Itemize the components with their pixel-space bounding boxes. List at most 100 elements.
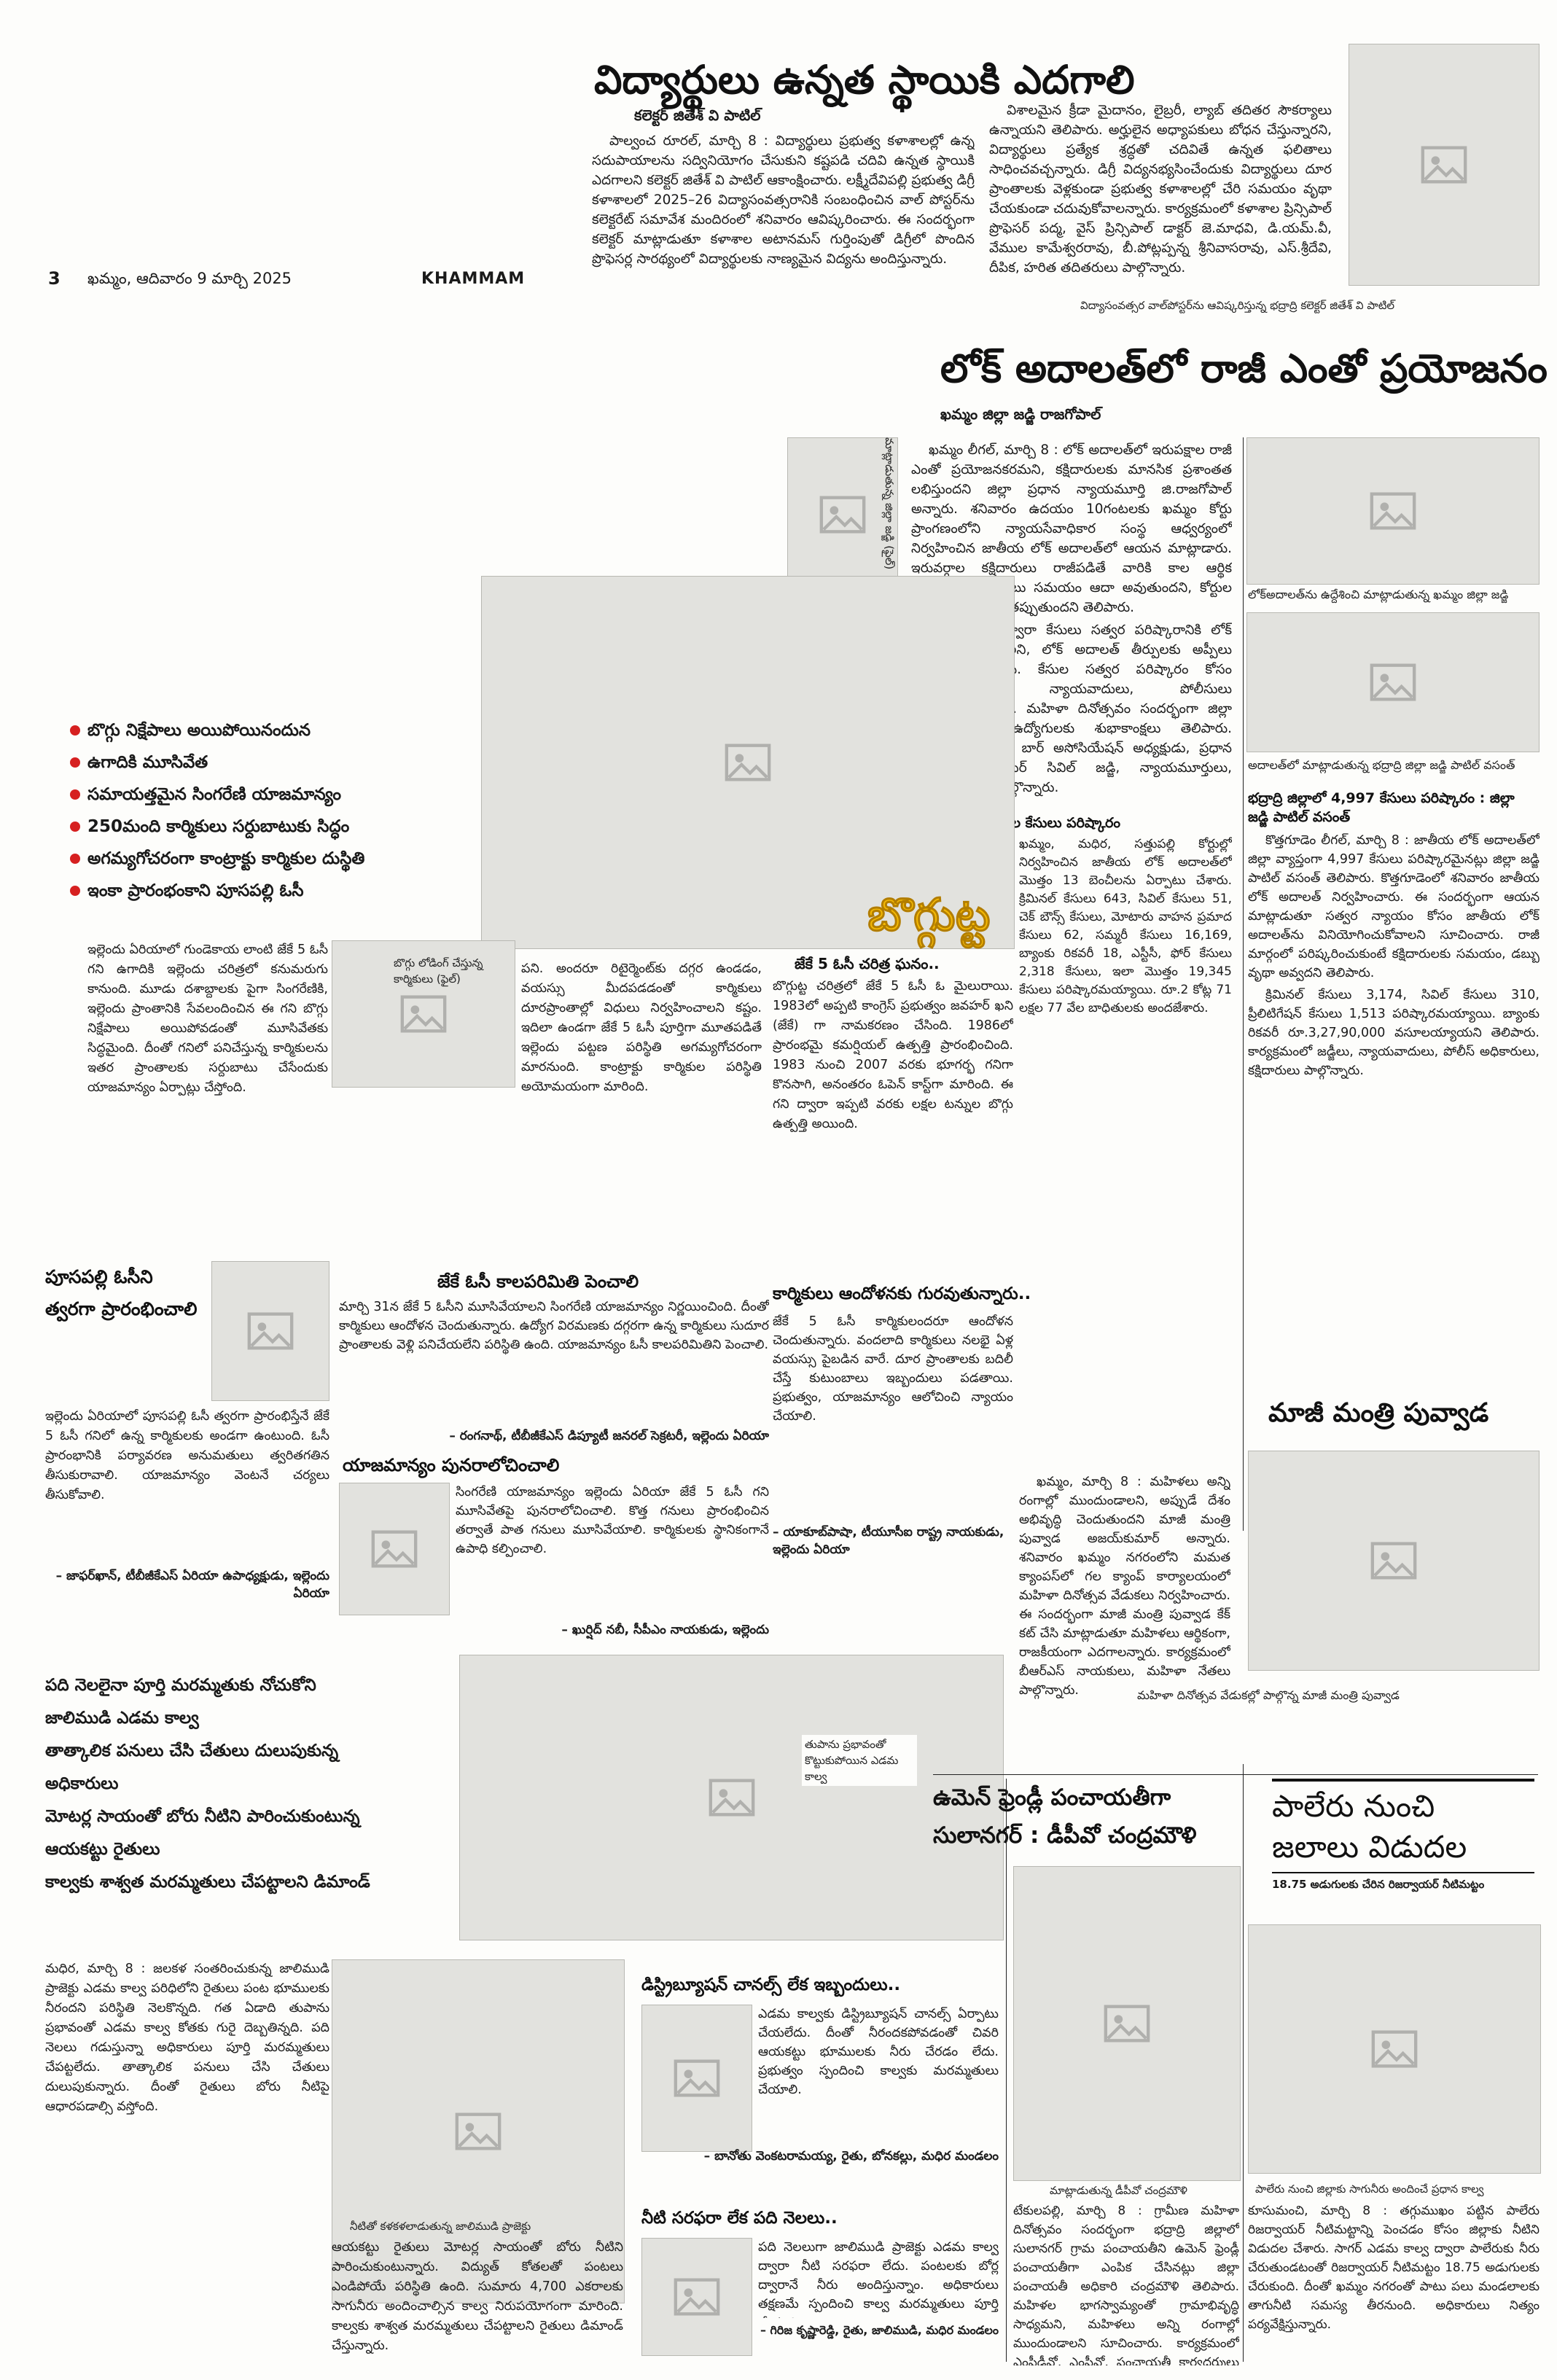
- lok-adalat-photo-2: [1246, 437, 1540, 585]
- water-byline: – గిరిజ కృష్ణారెడ్డి, రైతు, జాలిముడి, మధ…: [760, 2323, 999, 2337]
- jalimudi-line: మోటర్ల సాయంతో బోరు నీటిని పారించుకుంటున్…: [45, 1807, 360, 1826]
- coal-photo-main: [481, 576, 1015, 949]
- coal-bullet: బొగ్గు నిక్షేపాలు అయిపోయినందున: [67, 714, 475, 746]
- worry-heading: కార్మికులు ఆందోళనకు గురవుతున్నారు..: [773, 1284, 1031, 1303]
- bhadradri-cases-sub: భద్రాద్రి జిల్లాలో 4,997 కేసులు పరిష్కార…: [1248, 790, 1515, 825]
- section-divider: [933, 1774, 1538, 1775]
- distribution-text: ఎడమ కాల్వకు డిస్ట్రిబ్యూషన్ చానల్స్ ఏర్ప…: [758, 2007, 999, 2097]
- jalimudi-mid-text: ఆయకట్టు రైతులు మోటర్ల సాయంతో బోరు నీటిని…: [332, 2240, 623, 2353]
- mgmt-text: సింగరేణి యాజమాన్యం ఇల్లెందు ఏరియా జేకే 5…: [456, 1485, 769, 1556]
- distribution-heading: డిస్ట్రిబ్యూషన్ చానల్స్ లేక ఇబ్బందులు..: [641, 1975, 901, 1994]
- paleru-sub: 18.75 అడుగులకు చేరిన రిజర్వాయర్ నీటిమట్ట…: [1272, 1878, 1485, 1891]
- jalimudi-line: కాల్వకు శాశ్వత మరమ్మతులు చేపట్టాలని డిమా…: [45, 1873, 370, 1892]
- jalimudi-line: పది నెలలైనా పూర్తి మరమ్మతుకు నోచుకోని: [45, 1676, 316, 1695]
- jalimudi-line: జాలిముడి ఎడమ కాల్వ: [45, 1709, 199, 1728]
- column-divider: [1006, 1779, 1007, 2362]
- coal-photo-caption: బొగ్గు లోడింగ్ చేస్తున్న కార్మికులు (ఫైల…: [394, 956, 483, 986]
- mgmt-byline: – ఖుర్షిద్ నబీ, సీపీఎం నాయకుడు, ఇల్లెందు: [561, 1623, 769, 1637]
- jalimudi-photo-caption-1: తుపాను ప్రభావంతో కొట్టుకుపోయిన ఎడమ కాల్వ: [802, 1735, 917, 1786]
- image-placeholder-icon: [1370, 663, 1416, 701]
- image-placeholder-icon: [455, 2112, 502, 2150]
- women-panchayat-photo-caption: మాట్లాడుతున్న డీపీవో చంద్రమౌళి: [1050, 2184, 1187, 2197]
- paleru-text: కూసుమంచి, మార్చి 8 : తగ్గుముఖం పట్టిన పా…: [1248, 2204, 1540, 2332]
- coal-bullet: 250మంది కార్మికులు సర్దుబాటుకు సిద్ధం: [67, 811, 475, 843]
- image-placeholder-icon: [1104, 2005, 1150, 2042]
- paleru-photo-caption: పాలేరు నుంచి జిల్లాకు సాగునీరు అందించే ప…: [1255, 2182, 1484, 2196]
- worry-text: జేకే 5 ఓసీ కార్మికులందరూ ఆందోళన చెందుతున…: [773, 1314, 1013, 1424]
- jalimudi-line: అధికారులు: [45, 1774, 119, 1793]
- paleru-headline-1: పాలేరు నుంచి: [1272, 1788, 1435, 1824]
- lok-adalat-photo-caption-1: లోక్‌అదాలత్‌ను ఉద్దేశించి మాట్లాడుతున్న …: [1248, 588, 1509, 601]
- image-placeholder-icon: [819, 496, 866, 534]
- image-placeholder-icon: [1421, 146, 1467, 184]
- image-placeholder-icon: [1370, 1542, 1417, 1580]
- lok-adalat-headline: లోక్ అదాలత్‌లో రాజీ ఎంతో ప్రయోజనం: [940, 346, 1548, 391]
- water-heading: నీటి సరఫరా లేక పది నెలలు..: [641, 2209, 838, 2228]
- students-paragraph: విశాలమైన క్రీడా మైదానం, లైబ్రరీ, ల్యాబ్ …: [989, 103, 1332, 276]
- water-text: పది నెలలుగా జాలిముడి ప్రాజెక్టు ఎడమ కాల్…: [758, 2240, 999, 2318]
- poosapalli-byline: – జాఫర్‌ఖాన్, టీబీజీకేఎస్ ఏరియా ఉపాధ్యక్…: [55, 1569, 329, 1601]
- coal-mid-text: పని. అందరూ రిటైర్మెంట్‌కు దగ్గర ఉండడం, వ…: [521, 961, 762, 1094]
- ex-minister-photo-caption: మహిళా దినోత్సవ వేడుకల్లో పాల్గొన్న మాజీ …: [1137, 1688, 1400, 1702]
- bhadradri-cases-text: కొత్తగూడెం లీగల్, మార్చి 8 : జాతీయ లోక్ …: [1248, 831, 1540, 1268]
- image-placeholder-icon: [400, 995, 447, 1033]
- column-divider: [1243, 1764, 1244, 2362]
- mgmt-heading: యాజమాన్యం పునరాలోచించాలి: [343, 1455, 560, 1475]
- pension-byline: – రంగనాథ్, టీబీజీకేఎస్ డిప్యూటీ జనరల్ సె…: [449, 1429, 769, 1443]
- coal-left-text: ఇల్లెందు ఏరియాలో గుండెకాయ లాంటి జేకే 5 ఓ…: [87, 943, 328, 1095]
- coal-bullet: ఉగాదికి మూసివేత: [67, 746, 475, 779]
- image-placeholder-icon: [674, 2278, 720, 2316]
- worry-byline: – యాకూబ్‌పాషా, టీయూసీఐ రాష్ట్ర నాయకుడు, …: [773, 1525, 1004, 1557]
- poosapalli-heading: పూసపల్లి ఓసీని త్వరగా ప్రారంభించాలి: [45, 1266, 198, 1319]
- pension-heading: జేకే ఓసీ కాలపరిమితి పెంచాలి: [437, 1271, 639, 1292]
- lok-adalat-paragraph: ఖమ్మం లీగల్, మార్చి 8 : లోక్ అదాలత్‌లో ఇ…: [911, 442, 1232, 615]
- students-byline: కలెక్టర్ జితేశ్ వి పాటిల్: [634, 106, 761, 124]
- coal-bullets: బొగ్గు నిక్షేపాలు అయిపోయినందున ఉగాదికి మ…: [67, 714, 475, 907]
- coal-bullet: సమాయత్తమైన సింగరేణి యాజమాన్యం: [67, 779, 475, 811]
- ex-minister-text: ఖమ్మం, మార్చి 8 : మహిళలు అన్ని రంగాల్లో …: [1019, 1472, 1230, 1837]
- lok-adalat-cases-text: ఖమ్మం, మధిర, సత్తుపల్లి కోర్టుల్లో నిర్వ…: [1019, 837, 1232, 1015]
- paleru-headline-box: పాలేరు నుంచి జలాలు విడుదల: [1272, 1779, 1534, 1873]
- poosapalli-text: ఇల్లెందు ఏరియాలో పూసపల్లి ఓసీ త్వరగా ప్ర…: [45, 1409, 329, 1502]
- paleru-headline-2: జలాలు విడుదల: [1272, 1829, 1467, 1865]
- distribution-byline: – బానోతు వెంకటరామయ్య, రైతు, బోనకల్లు, మధ…: [703, 2149, 999, 2164]
- coal-history-text: బొగ్గుట్ట చరిత్రలో జేకే 5 ఓసీ ఓ మైలురాయి…: [773, 979, 1013, 1131]
- lok-adalat-byline: ఖమ్మం జిల్లా జడ్జి రాజగోపాల్: [940, 405, 1101, 423]
- jalimudi-line: తాత్కాలిక పనులు చేసి చేతులు దులుపుకున్న: [45, 1741, 339, 1760]
- distribution-photo: [641, 2005, 752, 2152]
- jalimudi-left-text: మధిర, మార్చి 8 : జలకళ సంతరించుకున్న జాలి…: [45, 1962, 329, 2114]
- image-placeholder-icon: [674, 2059, 720, 2097]
- image-placeholder-icon: [247, 1312, 294, 1350]
- students-paragraph: పాల్వంచ రూరల్, మార్చి 8 : విద్యార్థులు ప…: [592, 133, 975, 267]
- image-placeholder-icon: [725, 744, 771, 781]
- column-divider: [1243, 437, 1244, 1531]
- ex-minister-headline: మాజీ మంత్రి పువ్వాడ: [1268, 1398, 1489, 1428]
- image-placeholder-icon: [1371, 2030, 1418, 2068]
- paleru-photo: [1248, 1924, 1541, 2174]
- lok-adalat-photo-caption-2: అదాలత్‌లో మాట్లాడుతున్న భద్రాద్రి జిల్లా…: [1248, 758, 1515, 772]
- lok-adalat-col-1: ఖమ్మం లీగల్, మార్చి 8 : లోక్ అదాలత్‌లో ఇ…: [911, 440, 1232, 811]
- coal-bullet: అగమ్యగోచరంగా కాంట్రాక్టు కార్మికుల దుస్థ…: [67, 843, 475, 875]
- image-placeholder-icon: [1370, 492, 1416, 530]
- students-col-2: విశాలమైన క్రీడా మైదానం, లైబ్రరీ, ల్యాబ్ …: [989, 101, 1332, 313]
- lok-adalat-photo-3: [1246, 612, 1540, 752]
- page-number: 3: [48, 268, 61, 289]
- jalimudi-photo-1: [459, 1655, 1004, 1940]
- edition-label: KHAMMAM: [421, 270, 526, 288]
- students-photo: [1349, 44, 1540, 286]
- women-panchayat-headline-2: సులానగర్ : డీపీవో చంద్రమౌళి: [933, 1822, 1197, 1849]
- jalimudi-photo-caption-2: నీటితో కళకళలాడుతున్న జాలిముడి ప్రాజెక్టు: [350, 2220, 531, 2233]
- women-panchayat-photo: [1013, 1866, 1241, 2181]
- ex-minister-photo: [1248, 1451, 1540, 1671]
- poosapalli-photo: [211, 1261, 329, 1401]
- ex-minister-paragraph: ఖమ్మం, మార్చి 8 : మహిళలు అన్ని రంగాల్లో …: [1019, 1475, 1230, 1698]
- bhadradri-paragraph: కొత్తగూడెం లీగల్, మార్చి 8 : జాతీయ లోక్ …: [1248, 833, 1540, 980]
- jalimudi-photo-2: [332, 1959, 625, 2303]
- coal-bullet: ఇంకా ప్రారంభంకాని పూసపల్లి ఓసీ: [67, 875, 475, 907]
- image-placeholder-icon: [371, 1530, 418, 1568]
- students-photo-caption: విద్యాసంవత్సర వాల్‌పోస్టర్‌ను ఆవిష్కరిస్…: [1080, 299, 1395, 312]
- pension-text: మార్చి 31న జేకే 5 ఓసీని మూసివేయాలని సింగ…: [339, 1300, 769, 1352]
- students-col-1: పాల్వంచ రూరల్, మార్చి 8 : విద్యార్థులు ప…: [592, 131, 975, 313]
- date-line: ఖమ్మం, ఆదివారం 9 మార్చి 2025: [87, 270, 292, 287]
- bhadradri-paragraph: క్రిమినల్ కేసులు 3,174, సివిల్ కేసులు 31…: [1248, 988, 1540, 1078]
